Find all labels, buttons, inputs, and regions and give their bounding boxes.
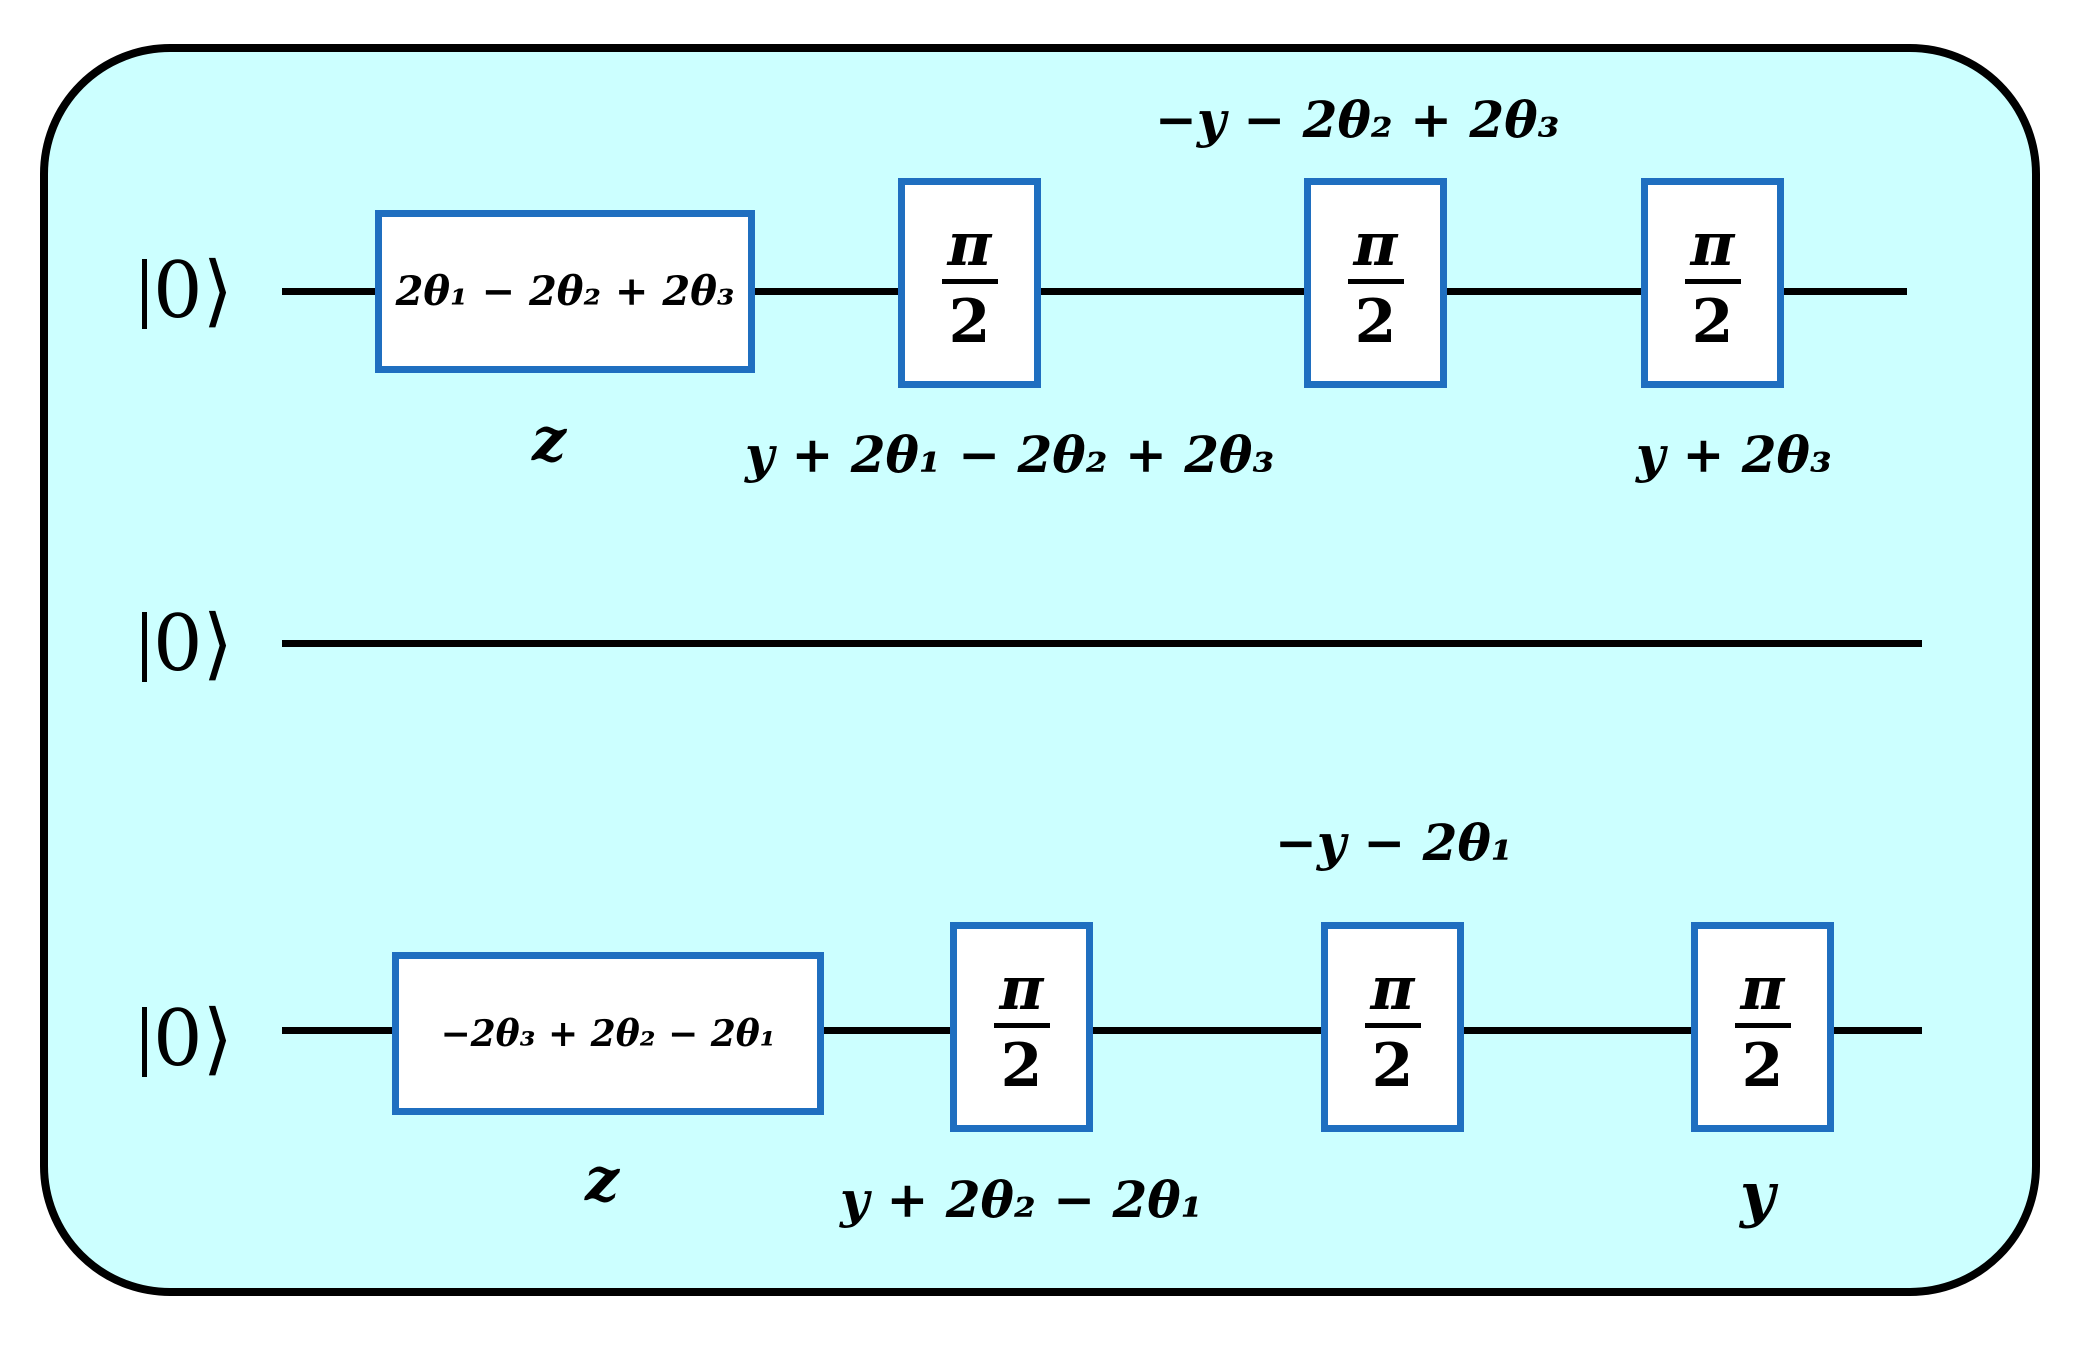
wire-qubit-1 <box>282 288 1907 295</box>
rotation-gate-qubit-3: −2θ₃ + 2θ₂ − 2θ₁ <box>392 952 824 1115</box>
wire-qubit-3 <box>282 1027 1922 1034</box>
axis-label-q3: z <box>585 1145 620 1215</box>
phase-label-q1-after-last: y + 2θ₃ <box>1636 425 1832 484</box>
axis-label-q1: z <box>532 405 567 475</box>
ket-qubit-2: 0⟩ <box>142 605 233 683</box>
ket-qubit-3: 0⟩ <box>142 1000 233 1078</box>
phase-label-q1-after-first: y + 2θ₁ − 2θ₂ + 2θ₃ <box>745 425 1275 484</box>
phase-label-q3-after-first: y + 2θ₂ − 2θ₁ <box>840 1170 1203 1229</box>
phase-label-q1-above-middle: −y − 2θ₂ + 2θ₃ <box>1155 90 1560 149</box>
wire-qubit-2 <box>282 640 1922 647</box>
phase-label-q3-above-middle: −y − 2θ₁ <box>1275 813 1513 872</box>
ket-qubit-1: 0⟩ <box>142 252 233 330</box>
rotation-gate-qubit-1: 2θ₁ − 2θ₂ + 2θ₃ <box>375 210 755 373</box>
rotation-gate-label: −2θ₃ + 2θ₂ − 2θ₁ <box>440 1012 776 1055</box>
rotation-gate-label: 2θ₁ − 2θ₂ + 2θ₃ <box>395 268 735 315</box>
phase-label-q3-after-last: y <box>1740 1160 1775 1230</box>
